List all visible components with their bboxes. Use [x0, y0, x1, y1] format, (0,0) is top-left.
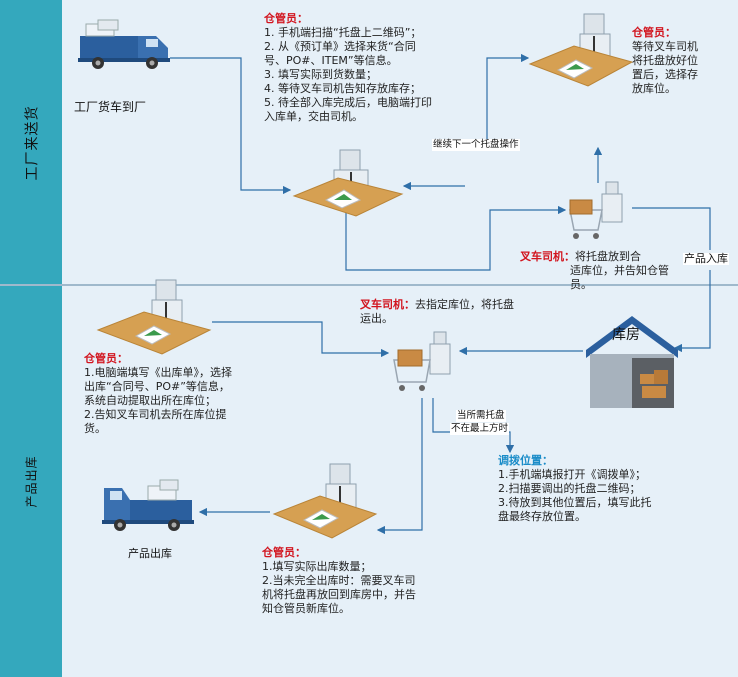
forklift-driver-icon: [569, 181, 623, 239]
outbound-caption: 产品出库: [128, 547, 172, 560]
driver-line: 去指定库位，将托盘: [415, 298, 514, 311]
arrow-desk1-to-forklift: [345, 205, 567, 271]
note-line: 等待叉车司机: [632, 40, 698, 53]
desk-worker-icon: [292, 149, 404, 217]
note-line: 将托盘放好位: [632, 54, 698, 67]
step-line: 3.待放到其他位置后，填写此托: [498, 496, 652, 509]
arrow-into-warehouse: [673, 270, 711, 353]
lane-bottom-bar: [0, 286, 62, 677]
keeper-instructions-outbound: 仓管员： 1.电脑端填写《出库单》，选择 出库“合同号、PO#”等信息， 系统自…: [84, 352, 284, 436]
step-line: 1. 手机端扫描“托盘上二维码”；: [264, 26, 422, 39]
desk-worker-icon: [96, 279, 212, 355]
step-line: 号、PO#、ITEM”等信息。: [264, 54, 398, 67]
adjust-position-note: 调拨位置： 1.手机端填报打开《调拨单》； 2.扫描要调出的托盘二维码； 3.待…: [498, 454, 726, 524]
driver-title: 叉车司机：: [520, 250, 575, 263]
step-line: 出库“合同号、PO#”等信息，: [84, 380, 230, 393]
desk-worker-icon: [528, 13, 634, 87]
keeper-title: 仓管员：: [632, 26, 676, 39]
step-line: 3. 填写实际到货数量；: [264, 68, 377, 81]
keeper-title: 仓管员：: [264, 12, 308, 25]
desk-worker-icon: [272, 463, 378, 539]
step-line: 4. 等待叉车司机告知存放库存；: [264, 82, 421, 95]
driver-line: 将托盘放到合: [575, 250, 641, 263]
driver-line: 适库位，并告知仓管员。: [570, 264, 669, 291]
step-line: 知仓管员新库位。: [262, 602, 350, 615]
arrow-keeper-to-forklift: [212, 321, 390, 358]
truck-arrival-caption: 工厂货车到厂: [74, 100, 147, 114]
truck-icon: [78, 19, 170, 69]
arrow-forklift-to-keeper: [376, 398, 423, 535]
step-line: 货。: [84, 422, 106, 435]
inbound-label: 产品入库: [683, 252, 729, 265]
lane-top-bar: [0, 0, 62, 285]
arrow-truck-to-desk1: [170, 57, 292, 195]
step-line: 2.告知叉车司机去所在库位提: [84, 408, 227, 421]
lane-divider: [0, 284, 738, 286]
condition-label-line1: 当所需托盘: [456, 410, 506, 422]
keeper-title: 仓管员：: [84, 352, 128, 365]
keeper-instructions-inbound: 仓管员： 1. 手机端扫描“托盘上二维码”； 2. 从《预订单》选择来货“合同 …: [264, 12, 494, 124]
step-line: 盘最终存放位置。: [498, 510, 586, 523]
step-line: 2.扫描要调出的托盘二维码；: [498, 482, 641, 495]
step-line: 系统自动提取出所在库位；: [84, 394, 216, 407]
forklift-driver-note-inbound: 叉车司机：将托盘放到合 适库位，并告知仓管员。: [520, 250, 690, 292]
driver-line: 运出。: [360, 312, 393, 325]
step-line: 5. 待全部入库完成后，电脑端打印: [264, 96, 432, 109]
note-line: 放库位。: [632, 82, 676, 95]
step-line: 1.填写实际出库数量；: [262, 560, 372, 573]
forklift-driver-note-outbound: 叉车司机：去指定库位，将托盘 运出。: [360, 298, 580, 326]
forklift-driver-icon: [393, 331, 451, 391]
driver-title: 叉车司机：: [360, 298, 415, 311]
step-line: 1.电脑端填写《出库单》，选择: [84, 366, 232, 379]
step-line: 入库单，交由司机。: [264, 110, 363, 123]
arrow-next-pallet: [486, 53, 530, 150]
step-line: 2.当未完全出库时：需要叉车司: [262, 574, 416, 587]
note-line: 置后，选择存: [632, 68, 698, 81]
keeper-waiting-note: 仓管员： 等待叉车司机 将托盘放好位 置后，选择存 放库位。: [632, 26, 732, 96]
lane-top-body: [62, 0, 738, 285]
warehouse-icon: [586, 316, 678, 408]
step-line: 2. 从《预订单》选择来货“合同: [264, 40, 416, 53]
keeper-title: 仓管员：: [262, 546, 306, 559]
truck-icon: [102, 479, 194, 531]
step-line: 1.手机端填报打开《调拨单》；: [498, 468, 646, 481]
warehouse-label: 库房: [612, 327, 640, 343]
step-line: 机将托盘再放回到库房中，并告: [262, 588, 416, 601]
keeper-outbound-quantity-note: 仓管员： 1.填写实际出库数量； 2.当未完全出库时：需要叉车司 机将托盘再放回…: [262, 546, 492, 616]
condition-label-line2: 不在最上方时: [450, 423, 510, 435]
arrow-forklift-right: [632, 207, 711, 250]
next-pallet-label: 继续下一个托盘操作: [432, 139, 520, 151]
adjust-title: 调拨位置：: [498, 454, 553, 467]
